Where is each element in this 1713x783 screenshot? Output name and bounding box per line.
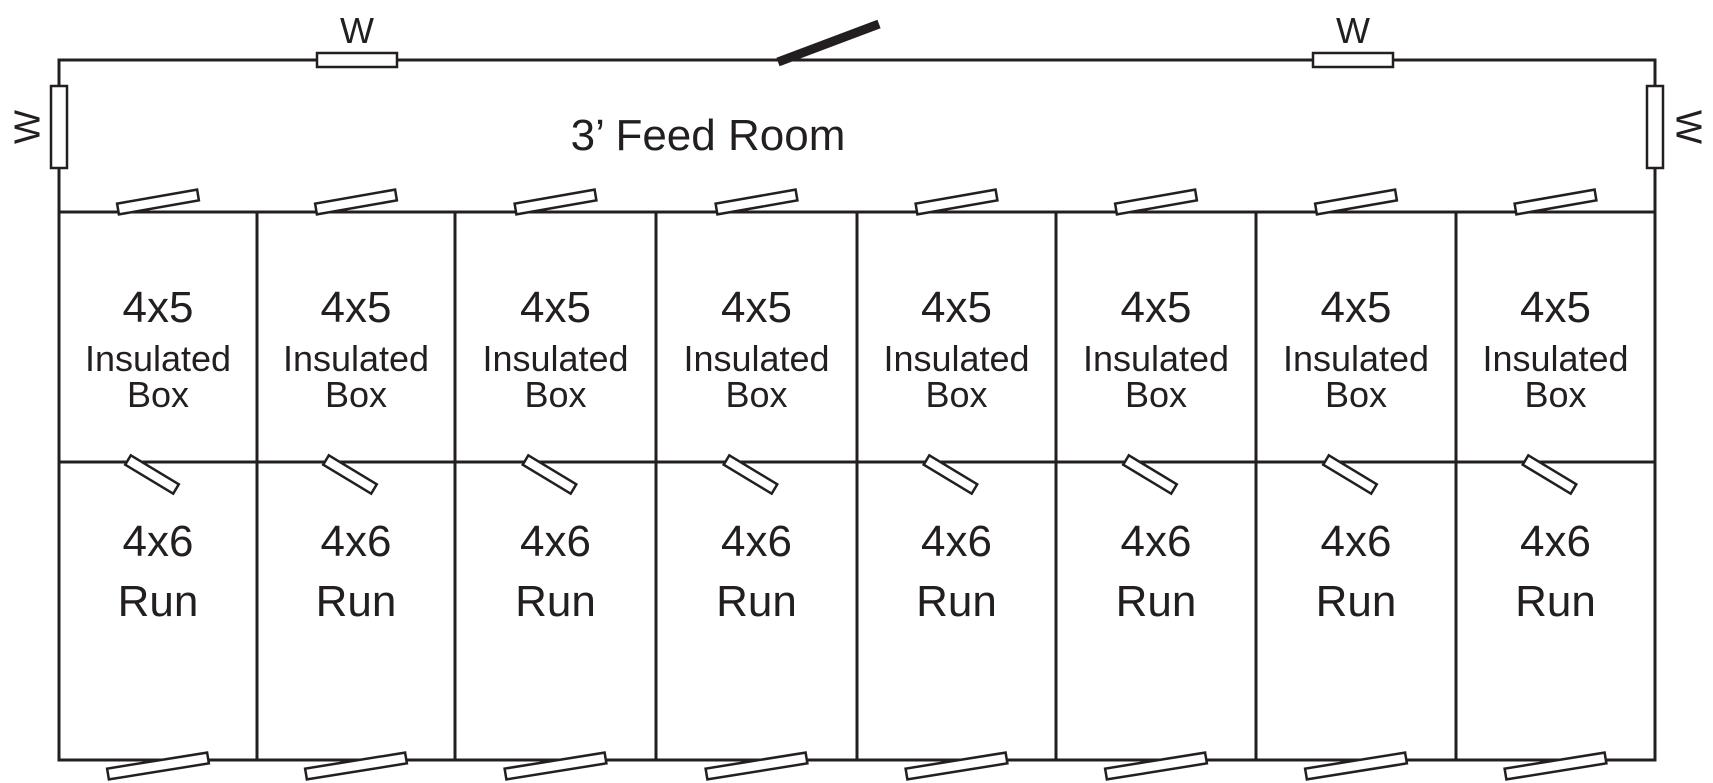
window <box>1645 84 1665 170</box>
box-size-label: 4x5 <box>123 283 194 332</box>
main-door <box>776 19 881 67</box>
box-size-label: 4x5 <box>721 283 792 332</box>
run-size-label: 4x6 <box>1321 517 1392 566</box>
box-door <box>313 188 399 216</box>
windows <box>49 51 1665 170</box>
box-name-label: Box <box>524 374 586 415</box>
box-type-label: Insulated <box>283 338 429 379</box>
run-gate <box>1103 751 1209 781</box>
box-size-label: 4x5 <box>921 283 992 332</box>
window-label: W <box>1336 10 1370 51</box>
run-size-label: 4x6 <box>520 517 591 566</box>
run-label: Run <box>1316 577 1397 626</box>
run-gate <box>1503 751 1608 781</box>
box-type-label: Insulated <box>1283 338 1429 379</box>
box-door <box>1113 188 1199 216</box>
box-size-label: 4x5 <box>1520 283 1591 332</box>
box-size-label: 4x5 <box>321 283 392 332</box>
box-size-label: 4x5 <box>1321 283 1392 332</box>
window-label: W <box>7 110 48 144</box>
box-door <box>914 188 999 216</box>
window <box>49 84 69 170</box>
box-type-label: Insulated <box>1083 338 1229 379</box>
run-door <box>321 453 379 496</box>
window-label: W <box>1668 110 1709 144</box>
run-door <box>123 453 181 496</box>
run-door <box>721 453 780 496</box>
box-type-label: Insulated <box>482 338 628 379</box>
run-gate <box>503 751 608 781</box>
run-door <box>1121 453 1179 496</box>
walls <box>57 58 1657 762</box>
run-size-label: 4x6 <box>921 517 992 566</box>
box-name-label: Box <box>1524 374 1586 415</box>
run-size-label: 4x6 <box>1121 517 1192 566</box>
box-type-label: Insulated <box>683 338 829 379</box>
run-gate <box>105 751 211 781</box>
run-door <box>921 453 980 496</box>
feed-room-label: 3’ Feed Room <box>571 111 846 160</box>
run-label: Run <box>716 577 797 626</box>
box-name-label: Box <box>925 374 987 415</box>
run-label: Run <box>118 577 199 626</box>
box-door <box>1313 188 1399 216</box>
box-door <box>513 188 598 216</box>
window <box>1311 51 1395 69</box>
window-label: W <box>340 10 374 51</box>
run-label: Run <box>1116 577 1197 626</box>
run-gate <box>1303 751 1409 781</box>
box-name-label: Box <box>127 374 189 415</box>
box-name-label: Box <box>725 374 787 415</box>
window <box>315 51 399 69</box>
run-size-label: 4x6 <box>1520 517 1591 566</box>
run-label: Run <box>515 577 596 626</box>
run-label: Run <box>1515 577 1596 626</box>
run-door <box>1321 453 1379 496</box>
run-label: Run <box>916 577 997 626</box>
run-size-label: 4x6 <box>721 517 792 566</box>
run-door <box>520 453 579 496</box>
run-gate <box>303 751 409 781</box>
run-size-label: 4x6 <box>321 517 392 566</box>
box-type-label: Insulated <box>883 338 1029 379</box>
box-door <box>1513 188 1598 216</box>
run-gate <box>704 751 809 781</box>
run-door <box>1520 453 1579 496</box>
box-name-label: Box <box>325 374 387 415</box>
box-door <box>115 188 201 216</box>
box-type-label: Insulated <box>85 338 231 379</box>
box-size-label: 4x5 <box>520 283 591 332</box>
box-door <box>714 188 799 216</box>
box-name-label: Box <box>1325 374 1387 415</box>
box-type-label: Insulated <box>1482 338 1628 379</box>
box-name-label: Box <box>1125 374 1187 415</box>
doors <box>105 19 1608 781</box>
run-label: Run <box>316 577 397 626</box>
run-gate <box>904 751 1009 781</box>
run-size-label: 4x6 <box>123 517 194 566</box>
box-size-label: 4x5 <box>1121 283 1192 332</box>
